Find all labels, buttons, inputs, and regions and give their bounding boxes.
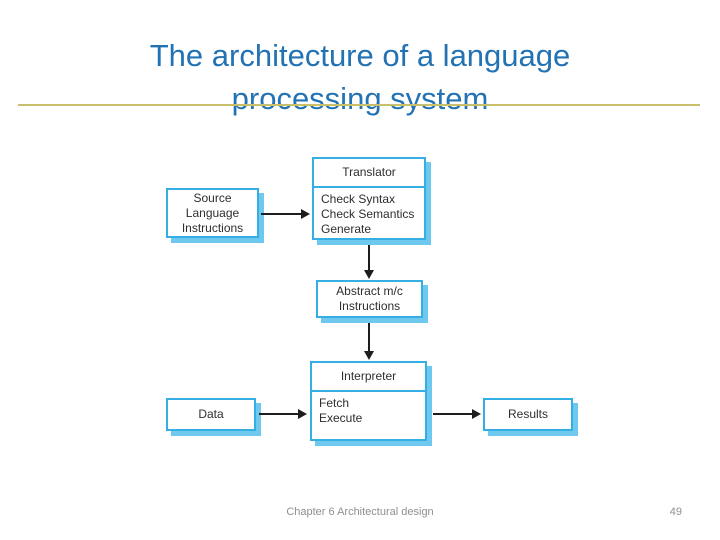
node-label: Source Language Instructions [181, 190, 244, 235]
diagram-node-results: Results [483, 398, 573, 431]
page-title: The architecture of a language processin… [0, 34, 720, 120]
node-title: Interpreter [312, 363, 425, 392]
footer-chapter-label: Chapter 6 Architectural design [286, 506, 434, 518]
node-body: Fetch Execute [319, 396, 363, 425]
arrow-data-to-interpreter [259, 409, 307, 419]
footer-page-number: 49 [669, 506, 682, 518]
node-label: Results [507, 407, 548, 421]
node-title: Translator [314, 159, 424, 188]
arrow-source-to-translator [261, 209, 310, 219]
diagram-node-interpreter: Interpreter Fetch Execute [310, 361, 427, 441]
page-title-line-1: The architecture of a language [149, 37, 571, 73]
diagram-node-source-language-instructions: Source Language Instructions [166, 188, 259, 238]
node-label: Data [198, 407, 224, 421]
node-body: Check Syntax Check Semantics Generate [321, 192, 415, 236]
diagram-node-translator: Translator Check Syntax Check Semantics … [312, 157, 426, 240]
arrow-translator-to-abstract [364, 245, 374, 279]
arrow-interpreter-to-results [433, 409, 481, 419]
title-underline [18, 104, 700, 106]
diagram-node-abstract-mc-instructions: Abstract m/c Instructions [316, 280, 423, 318]
node-label: Abstract m/c Instructions [336, 284, 403, 313]
diagram-node-data: Data [166, 398, 256, 431]
page-title-line-2: processing system [231, 80, 489, 116]
arrow-abstract-to-interpreter [364, 323, 374, 360]
